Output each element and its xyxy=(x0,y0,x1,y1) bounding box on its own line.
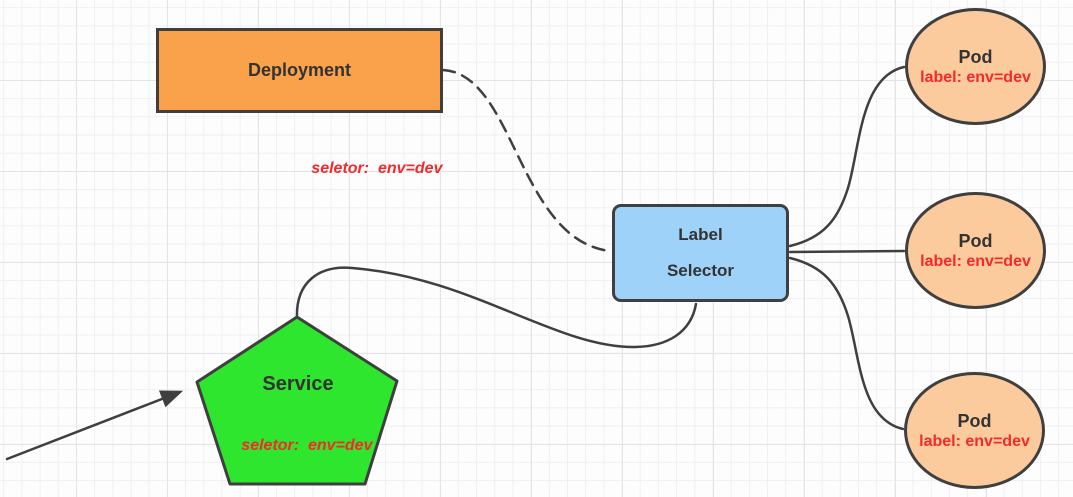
label-selector-line1: Label xyxy=(678,225,723,244)
deployment-selector-note-text: seletor: env=dev xyxy=(311,160,443,177)
pod-2-title: Pod xyxy=(958,230,993,251)
label-selector-line2: Selector xyxy=(666,261,735,280)
service-pentagon-shape[interactable] xyxy=(195,315,399,486)
pod-node-3[interactable]: Pod label: env=dev xyxy=(904,372,1045,489)
service-selector-note[interactable]: seletor: env=dev xyxy=(198,419,398,473)
pod-3-title: Pod xyxy=(957,410,992,431)
deployment-node[interactable]: Deployment xyxy=(156,28,443,113)
label-selector-node[interactable]: Label Selector xyxy=(612,204,789,302)
pod-node-1[interactable]: Pod label: env=dev xyxy=(905,8,1046,125)
edge-service-to-selector[interactable] xyxy=(295,266,698,349)
pod-2-label: label: env=dev xyxy=(920,252,1031,270)
service-label: Service xyxy=(262,373,334,395)
edge-deployment-to-selector[interactable] xyxy=(441,68,612,253)
edge-selector-to-pod-3[interactable] xyxy=(788,256,905,431)
pod-1-title: Pod xyxy=(958,46,993,67)
edge-selector-to-pod-2[interactable] xyxy=(788,249,906,254)
edge-selector-to-pod-1[interactable] xyxy=(788,65,906,248)
pod-1-label: label: env=dev xyxy=(920,68,1031,86)
pod-node-2[interactable]: Pod label: env=dev xyxy=(905,192,1046,309)
edge-arrow-to-service[interactable] xyxy=(5,390,184,461)
deployment-selector-note[interactable]: seletor: env=dev xyxy=(268,142,468,196)
deployment-label: Deployment xyxy=(247,60,352,80)
pod-3-label: label: env=dev xyxy=(919,432,1030,450)
service-selector-note-text: seletor: env=dev xyxy=(241,437,373,454)
